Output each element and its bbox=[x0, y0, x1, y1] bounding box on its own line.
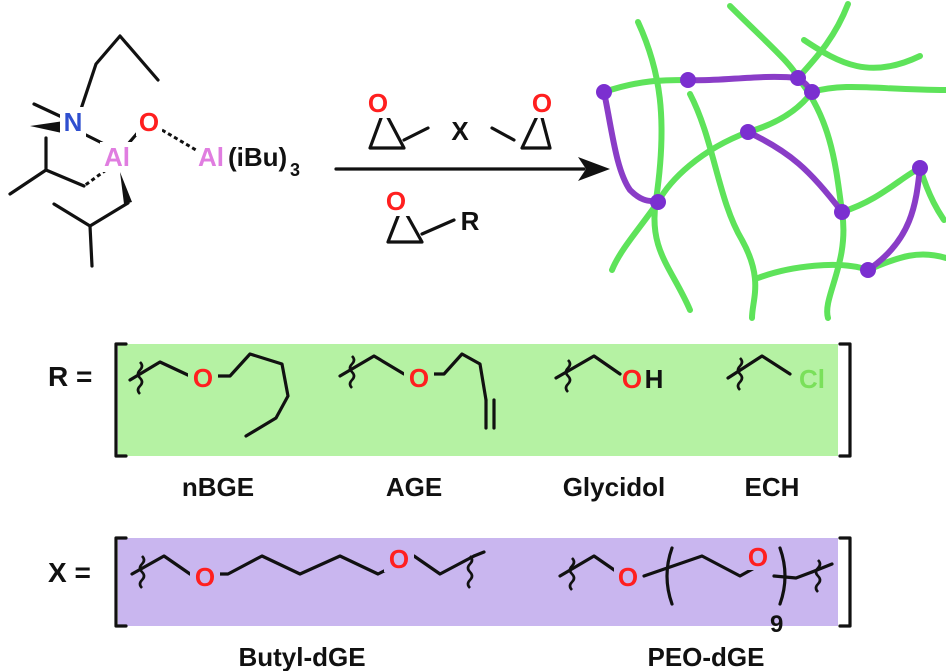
oxygen-label: O bbox=[195, 562, 215, 592]
r-equals-label: R = bbox=[48, 361, 92, 392]
glycidol-structure: O H bbox=[554, 354, 664, 394]
left-bracket bbox=[114, 536, 128, 628]
r-group-panel: R = O O O H bbox=[48, 342, 852, 502]
peo-dge-structure: O O 9 bbox=[558, 540, 834, 638]
x-group-panel: X = O O O O 9 bbox=[48, 536, 852, 671]
nbge-structure: O bbox=[128, 352, 290, 438]
age-structure: O bbox=[338, 352, 496, 430]
oxygen-label: O bbox=[618, 562, 638, 592]
glycidol-label: Glycidol bbox=[563, 472, 666, 502]
epoxide-oxygen-label: O bbox=[368, 88, 388, 118]
nbge-label: nBGE bbox=[182, 472, 254, 502]
x-equals-label: X = bbox=[48, 557, 91, 588]
reaction-arrow bbox=[334, 157, 610, 181]
left-bracket bbox=[114, 342, 128, 458]
ech-structure: Cl bbox=[726, 354, 825, 394]
aluminum-catalyst-structure: N O Al Al (iBu) 3 bbox=[8, 34, 300, 268]
peo-dge-label: PEO-dGE bbox=[647, 642, 764, 671]
aluminum-2-label: Al bbox=[198, 142, 224, 172]
wedge-bond bbox=[120, 172, 132, 204]
oxygen-label: O bbox=[409, 363, 429, 393]
epoxide-oxygen-label: O bbox=[532, 88, 552, 118]
ech-label: ECH bbox=[745, 472, 800, 502]
butyl-dge-label: Butyl-dGE bbox=[238, 642, 365, 671]
oxygen-label: O bbox=[748, 542, 768, 572]
right-bracket bbox=[838, 342, 852, 458]
epoxide-oxygen-label: O bbox=[386, 186, 406, 216]
oxygen-label: O bbox=[139, 107, 159, 137]
diepoxide-reagent: O O X bbox=[364, 88, 556, 150]
repeat-subscript: 9 bbox=[770, 611, 783, 638]
r-group-label: R bbox=[461, 206, 480, 236]
green-polymer-chains bbox=[601, 1, 946, 321]
purple-crosslinks bbox=[601, 73, 923, 273]
r-panel-background bbox=[118, 344, 838, 456]
crosslink-points bbox=[596, 70, 928, 278]
oxygen-label: O bbox=[389, 544, 409, 574]
hydroxyl-hydrogen-label: H bbox=[645, 364, 664, 394]
nitrogen-label: N bbox=[64, 107, 83, 137]
polymer-network bbox=[596, 1, 946, 321]
x-linker-label: X bbox=[451, 116, 469, 146]
x-panel-background bbox=[118, 538, 838, 626]
triisobutyl-ligand-label: (iBu) bbox=[228, 142, 287, 172]
aluminum-label: Al bbox=[104, 142, 130, 172]
monoepoxide-reagent: O R bbox=[382, 186, 480, 244]
butyl-dge-structure: O O bbox=[130, 542, 486, 592]
hydroxyl-oxygen-label: O bbox=[622, 364, 642, 394]
ligand-subscript: 3 bbox=[290, 160, 300, 180]
oxygen-label: O bbox=[193, 363, 213, 393]
left-paren bbox=[665, 546, 674, 606]
right-bracket bbox=[838, 536, 852, 628]
wedge-bond bbox=[30, 121, 64, 133]
chlorine-label: Cl bbox=[799, 364, 825, 394]
age-label: AGE bbox=[386, 472, 442, 502]
